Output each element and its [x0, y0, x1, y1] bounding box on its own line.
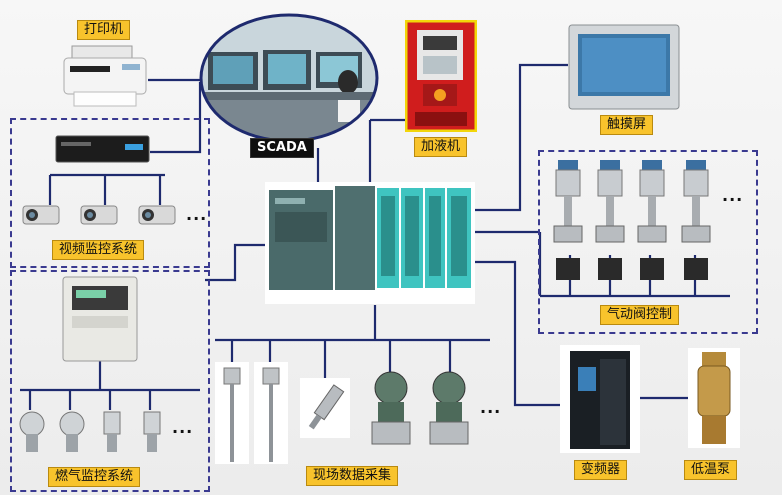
label-field: 现场数据采集 [306, 466, 399, 486]
gas-detector-4 [136, 410, 168, 454]
gas-controller [62, 276, 138, 362]
label-printer: 打印机 [77, 20, 131, 40]
cryo-pump [688, 348, 740, 448]
label-pump: 低温泵 [684, 460, 738, 480]
dvr-recorder [55, 132, 150, 166]
ellipsis-field: ... [480, 398, 502, 417]
label-touchscreen: 触摸屏 [600, 115, 654, 135]
touchscreen-panel [568, 24, 680, 110]
label-dispenser: 加液机 [414, 137, 468, 157]
camera-3 [138, 203, 180, 227]
ellipsis-valve: ... [722, 186, 744, 205]
transmitter-2 [424, 370, 474, 450]
gas-system-group [10, 270, 210, 492]
gas-detector-3 [96, 410, 128, 454]
temp-sensor-1 [215, 362, 249, 464]
scada-control-room [198, 12, 380, 144]
valve-group [538, 150, 758, 334]
transmitter-1 [366, 370, 416, 450]
label-gas: 燃气监控系统 [48, 467, 141, 487]
label-video: 视频监控系统 [52, 240, 145, 260]
camera-2 [80, 203, 122, 227]
pressure-sensor [300, 378, 350, 438]
label-valve: 气动阀控制 [600, 305, 680, 325]
ellipsis-gas: ... [172, 418, 194, 437]
ellipsis-video: ... [186, 205, 208, 224]
gas-detector-1 [16, 410, 48, 454]
valve-1 [550, 160, 586, 282]
valve-4 [678, 160, 714, 282]
valve-2 [592, 160, 628, 282]
camera-1 [22, 203, 64, 227]
dispenser-machine [404, 19, 478, 133]
vfd-unit [560, 345, 640, 453]
video-system-group [10, 118, 210, 268]
label-scada: SCADA [250, 138, 314, 158]
temp-sensor-2 [254, 362, 288, 464]
label-vfd: 变频器 [574, 460, 628, 480]
printer-device [62, 44, 148, 110]
gas-detector-2 [56, 410, 88, 454]
plc-rack [265, 182, 475, 304]
valve-3 [634, 160, 670, 282]
